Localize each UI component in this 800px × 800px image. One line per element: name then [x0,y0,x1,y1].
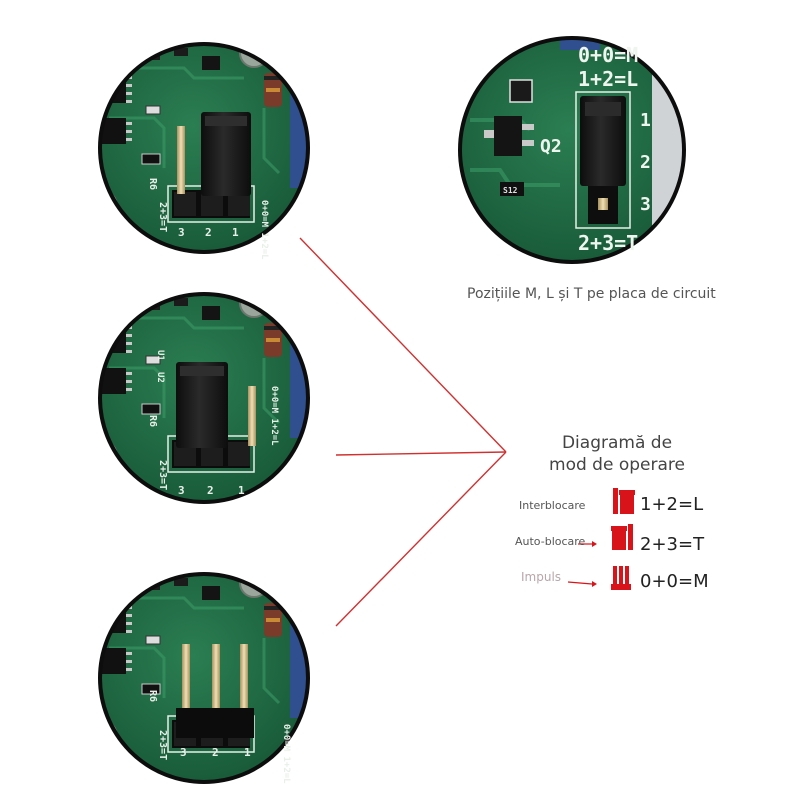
jumper-cap [580,96,626,186]
zoom-pin-1: 1 [640,110,651,131]
mode-label-self-lock: Auto-blocare [515,535,586,548]
board-marking-right: 0+0=M 1+2=L [269,386,279,446]
pin-label-3: 3 [178,484,185,497]
mode-code-interlock: 1+2=L [640,494,704,515]
board-marking-left: 2+3=T [157,460,168,490]
jumper-icon-self-lock [611,524,633,550]
header-pin [212,644,220,710]
board-ic-label: U1 [155,350,165,361]
zoom-label-mode-t: 2+3=T [578,231,638,255]
board-closeup-interlock: 3 2 1 2+3=T 0+0=M 1+2=L R6 [98,42,310,260]
mode-code-self-lock: 2+3=T [640,534,705,555]
header-pin [177,126,185,194]
board-component-label: R6 [147,415,158,427]
board-component-label: R6 [147,178,158,190]
jumper-cap [201,112,251,196]
board-closeup-self-lock: 3 2 1 2+3=T 0+0=M 1+2=L R6 U1 U2 [98,292,310,504]
zoom-label-mode-l: 1+2=L [578,67,638,91]
jumper-icon-interlock [613,488,635,514]
mode-label-pulse: Impuls [521,570,562,584]
header-pin [598,198,608,210]
board-caption: Pozițiile M, L și T pe placa de circuit [467,286,716,302]
pin-label-1: 1 [232,226,239,239]
connector-lines [299,237,507,627]
jumper-icon-pulse [611,566,631,590]
header-pin [182,644,190,710]
jumper-cap [176,362,228,448]
zoom-pin-2: 2 [640,152,651,173]
pin-label-2: 2 [207,484,214,497]
zoom-chip-label: S12 [503,186,518,195]
mode-code-pulse: 0+0=M [640,571,709,592]
pin-label-2: 2 [205,226,212,239]
board-marking-left: 2+3=T [157,730,168,760]
pin-label-1: 1 [244,746,251,759]
board-zoom-labels: 0+0=M 1+2=L 1 2 3 2+3=T Q2 S12 [458,36,686,264]
zoom-pin-3: 3 [640,194,651,215]
board-component-label: R6 [147,690,158,702]
pin-label-3: 3 [178,226,185,239]
zoom-transistor-label: Q2 [540,136,562,157]
diagram-title-line-1: Diagramă de [561,433,673,453]
zoom-label-mode-m: 0+0=M [578,43,638,67]
pin-label-1: 1 [238,484,245,497]
mode-label-interlock: Interblocare [519,499,586,512]
pin-label-3: 3 [180,746,187,759]
pin-label-2: 2 [212,746,219,759]
header-pin [248,386,256,446]
pointer-arrows [567,541,597,587]
board-marking-right: 0+0=M 1+2=L [259,200,269,260]
board-ic-label: U2 [155,372,165,383]
diagram-title-line-2: mod de operare [549,455,685,475]
board-marking-left: 2+3=T [157,202,168,232]
header-pin [240,644,248,710]
board-marking-right: 0+0=M 1+2=L [281,724,291,784]
board-closeup-pulse: 3 2 1 2+3=T 0+0=M 1+2=L R6 [98,572,310,784]
